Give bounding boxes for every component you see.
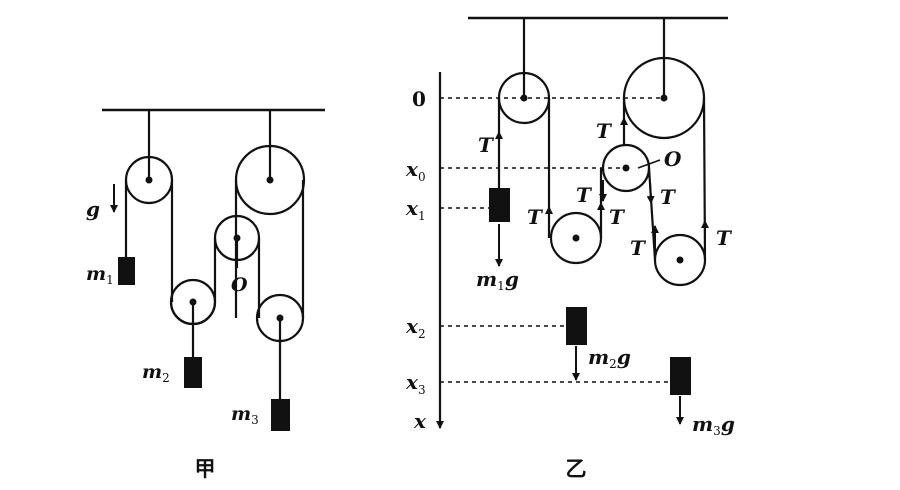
figure-a [102,108,325,400]
label-t-m1: T [478,133,495,157]
label-t-b3-left: T [630,236,647,260]
axle-big [266,176,274,184]
block-m2 [184,357,202,388]
label-x: x [413,409,427,433]
label-m2g: m2g [588,345,631,371]
label-t-b2-right: T [609,205,626,229]
figure-b [440,16,728,383]
figure-a-solids [118,176,290,431]
label-t-o-left: T [576,183,593,207]
axle-o [233,234,241,242]
label-t-b3-right: T [716,226,733,250]
axle-bo [622,164,630,172]
axle-b3 [676,256,684,264]
o-pointer [637,159,661,169]
label-t-b2-left: T [527,205,544,229]
block-m1 [118,257,135,285]
axle-bbig [660,94,668,102]
label-x1: x1 [405,196,426,223]
block-b-m1 [489,188,510,222]
label-zero: 0 [412,87,426,111]
label-t-o-up: T [596,119,613,143]
arrow-t-o-right-down [646,181,655,204]
axle-2 [189,298,197,306]
axle-1 [145,176,153,184]
figure-b-solids [489,94,691,395]
axle-b2 [572,234,580,242]
label-m2: m2 [142,361,170,385]
label-m3: m3 [231,403,259,427]
label-t-o-right: T [660,185,677,209]
label-o-b: O [664,147,682,171]
axle-3 [276,314,284,322]
label-x0: x0 [405,157,426,184]
axle-b1 [520,94,528,102]
caption-a: 甲 [195,457,216,481]
label-x3: x3 [405,370,426,397]
block-b-m3 [670,357,691,395]
block-b-m2 [566,307,587,345]
label-o-a: O [231,274,248,296]
label-g: g [86,197,100,221]
block-m3 [271,399,290,431]
rope [124,180,305,326]
label-m1g: m1g [476,267,519,293]
force-arrows [495,117,709,425]
caption-b: 乙 [566,457,587,481]
label-x2: x2 [405,314,426,341]
label-m3g: m3g [692,412,735,438]
label-m1: m1 [86,263,114,287]
